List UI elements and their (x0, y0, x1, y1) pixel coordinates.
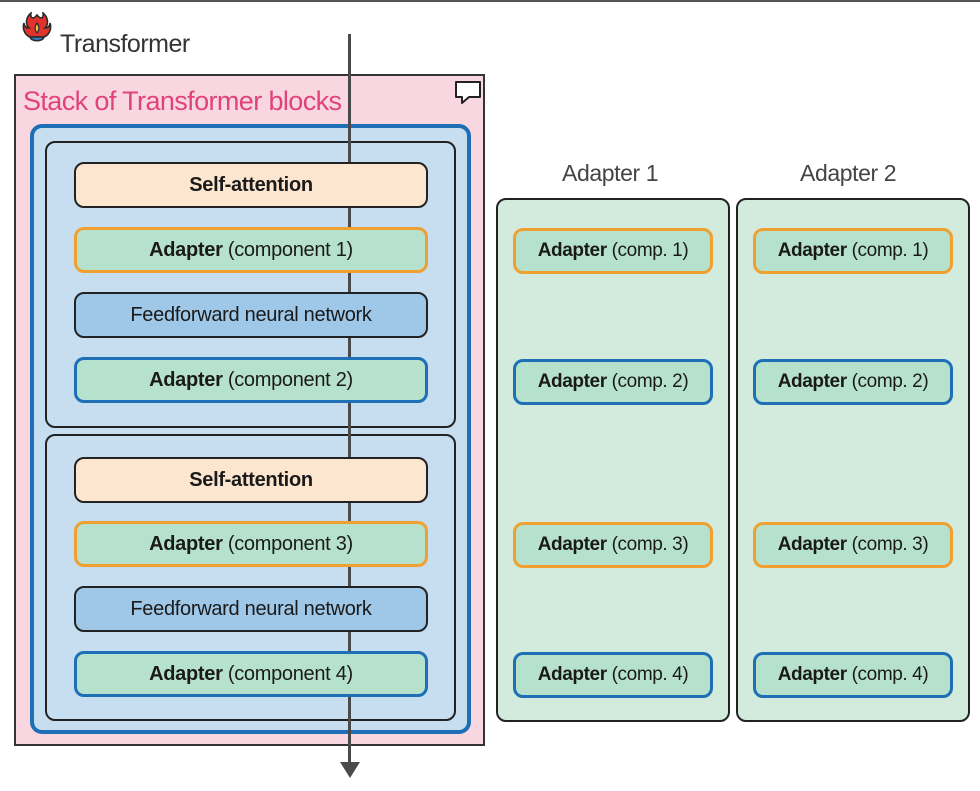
feedforward-label: Feedforward neural network (130, 597, 372, 620)
adapter-detail: (comp. 1) (611, 240, 689, 261)
self-attention-label: Self-attention (189, 468, 313, 491)
transformer-logo-icon (22, 12, 52, 42)
adapter-name: Adapter (537, 534, 607, 555)
adapter-name: Adapter (537, 240, 607, 261)
adapter-1-comp-4: Adapter (comp. 4) (513, 652, 713, 698)
adapter-detail: (comp. 4) (851, 664, 929, 685)
feedforward-layer: Feedforward neural network (74, 292, 428, 338)
adapter-detail: (component 3) (227, 532, 353, 555)
adapter-detail: (comp. 3) (851, 534, 929, 555)
feedforward-label: Feedforward neural network (130, 303, 372, 326)
adapter-1-comp-2: Adapter (comp. 2) (513, 359, 713, 405)
adapter-detail: (comp. 3) (611, 534, 689, 555)
adapter-detail: (comp. 4) (611, 664, 689, 685)
adapter-2-comp-3: Adapter (comp. 3) (753, 522, 953, 568)
adapter-name: Adapter (537, 371, 607, 392)
adapter-name: Adapter (149, 662, 223, 685)
adapter-detail: (comp. 2) (851, 371, 929, 392)
adapter-detail: (component 4) (227, 662, 353, 685)
down-arrow-icon (340, 762, 360, 778)
adapter-2-column (736, 198, 970, 722)
comment-icon[interactable] (454, 80, 482, 106)
adapter-detail: (comp. 2) (611, 371, 689, 392)
adapter-name: Adapter (777, 664, 847, 685)
adapter-detail: (comp. 1) (851, 240, 929, 261)
adapter-2-comp-2: Adapter (comp. 2) (753, 359, 953, 405)
top-rule (0, 0, 980, 2)
adapter-name: Adapter (149, 238, 223, 261)
adapter-2-title: Adapter 2 (800, 160, 897, 186)
self-attention-layer: Self-attention (74, 457, 428, 503)
adapter-component-2: Adapter (component 2) (74, 357, 428, 403)
adapter-detail: (component 2) (227, 368, 353, 391)
adapter-component-3: Adapter (component 3) (74, 521, 428, 567)
feedforward-layer: Feedforward neural network (74, 586, 428, 632)
adapter-name: Adapter (777, 371, 847, 392)
self-attention-layer: Self-attention (74, 162, 428, 208)
adapter-1-comp-3: Adapter (comp. 3) (513, 522, 713, 568)
self-attention-label: Self-attention (189, 173, 313, 196)
adapter-name: Adapter (149, 532, 223, 555)
adapter-name: Adapter (777, 534, 847, 555)
adapter-name: Adapter (149, 368, 223, 391)
adapter-1-column (496, 198, 730, 722)
adapter-component-4: Adapter (component 4) (74, 651, 428, 697)
stack-title: Stack of Transformer blocks (23, 86, 342, 116)
adapter-1-comp-1: Adapter (comp. 1) (513, 228, 713, 274)
adapter-detail: (component 1) (227, 238, 353, 261)
adapter-name: Adapter (537, 664, 607, 685)
adapter-2-comp-1: Adapter (comp. 1) (753, 228, 953, 274)
adapter-2-comp-4: Adapter (comp. 4) (753, 652, 953, 698)
transformer-title: Transformer (60, 30, 190, 58)
adapter-component-1: Adapter (component 1) (74, 227, 428, 273)
adapter-1-title: Adapter 1 (562, 160, 659, 186)
adapter-name: Adapter (777, 240, 847, 261)
